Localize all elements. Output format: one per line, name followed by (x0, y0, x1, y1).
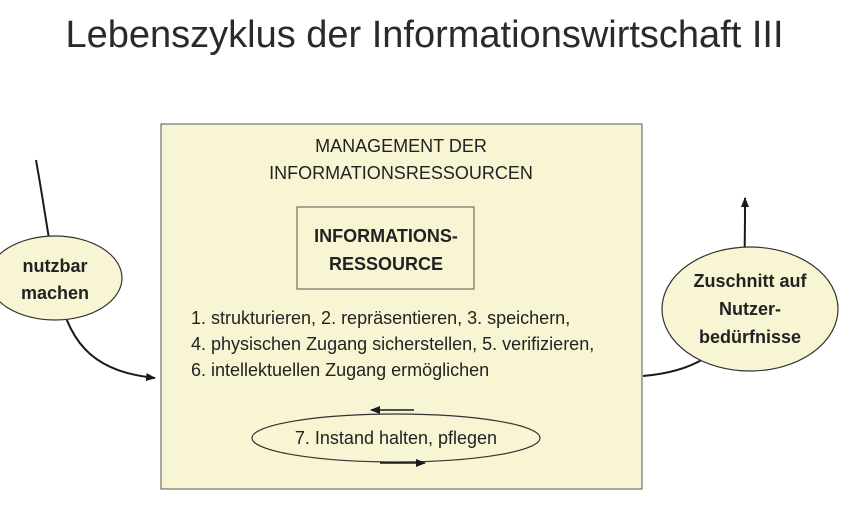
steps-line3: 6. intellektuellen Zugang ermöglichen (191, 360, 489, 380)
user-needs-ellipse (661, 246, 839, 372)
user-needs-line3: bedürfnisse (699, 327, 801, 347)
usable-line2: machen (21, 283, 89, 303)
information-resource-line2: RESSOURCE (329, 254, 443, 274)
user-needs-line1: Zuschnitt auf (694, 271, 808, 291)
steps-line1: 1. strukturieren, 2. repräsentieren, 3. … (191, 308, 570, 328)
management-heading-line2: INFORMATIONSRESSOURCEN (269, 163, 533, 183)
management-heading-line1: MANAGEMENT DER (315, 136, 487, 156)
maintenance-label: 7. Instand halten, pflegen (295, 428, 497, 448)
user-needs-line2: Nutzer- (719, 299, 781, 319)
maintenance-ellipse (251, 413, 541, 463)
steps-line2: 4. physischen Zugang sicherstellen, 5. v… (191, 334, 594, 354)
information-resource-box (296, 206, 475, 290)
usable-ellipse (0, 235, 123, 321)
usable-line1: nutzbar (23, 256, 88, 276)
information-resource-line1: INFORMATIONS- (314, 226, 458, 246)
slide-title: Lebenszyklus der Informationswirtschaft … (65, 14, 784, 56)
